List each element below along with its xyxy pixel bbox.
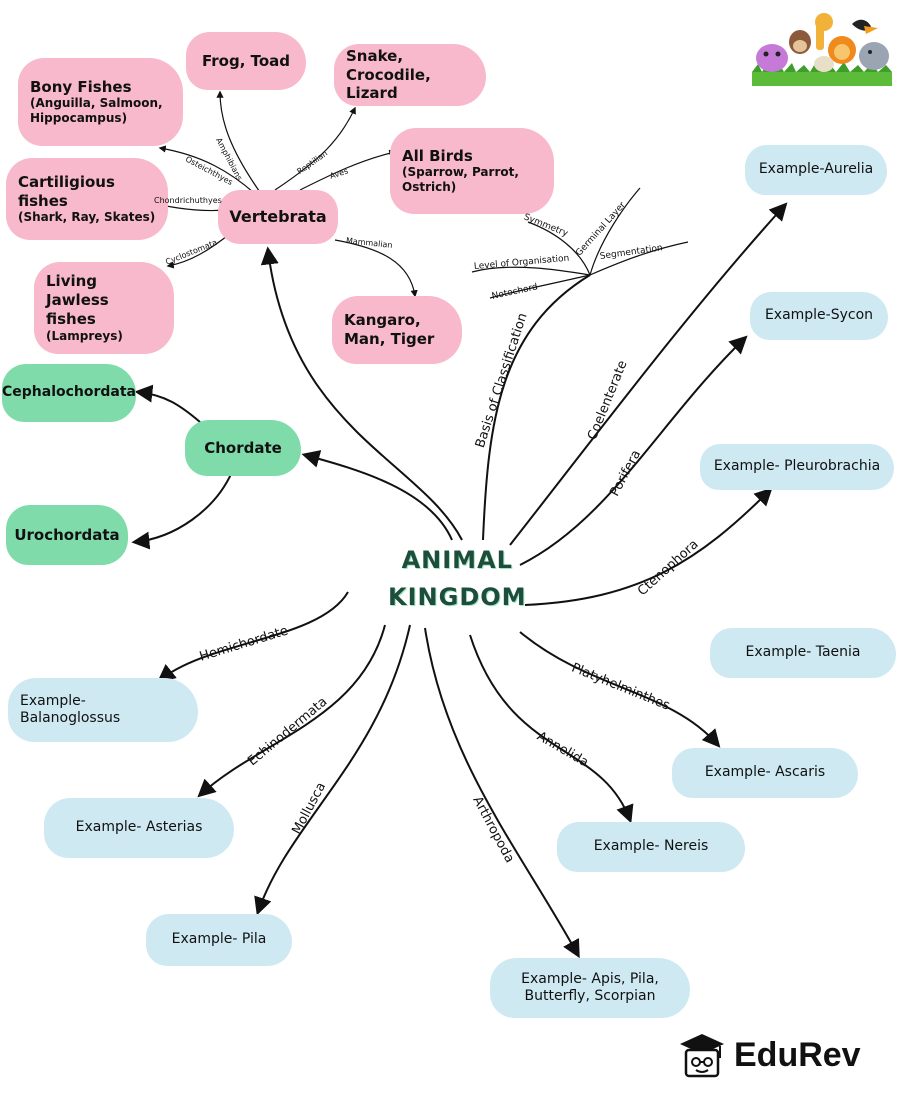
edge-echinodermata xyxy=(197,624,386,798)
example-taenia-label: Example- Taenia xyxy=(745,644,861,661)
edge-vert-snake xyxy=(274,106,356,191)
vertebrata-node: Vertebrata xyxy=(218,190,338,244)
edge-chordate-cephalo xyxy=(134,384,201,423)
example-sycon: Example-Sycon xyxy=(750,292,888,340)
brand-name: EduRev xyxy=(734,1035,861,1074)
jawless-node: Living Jawless fishes (Lampreys) xyxy=(34,262,174,354)
edge-vert-kangaroo xyxy=(334,239,418,298)
edge-chordate-uro xyxy=(131,471,233,550)
example-nereis-label: Example- Nereis xyxy=(593,838,709,855)
graduate-cap-icon xyxy=(680,1034,724,1078)
kangaroo-node: Kangaro, Man, Tiger xyxy=(332,296,462,364)
jawless-detail: (Lampreys) xyxy=(46,328,123,343)
example-balanoglossus-label: Example- Balanoglossus xyxy=(20,692,121,727)
example-pila: Example- Pila xyxy=(146,914,292,966)
snake-node: Snake, Crocodile, Lizard xyxy=(334,44,486,106)
edge-coelenterate xyxy=(509,202,788,546)
example-apis: Example- Apis, Pila, Butterfly, Scorpian xyxy=(490,958,690,1018)
example-pila-label: Example- Pila xyxy=(171,931,267,948)
example-asterias-label: Example- Asterias xyxy=(75,819,203,836)
cartilaginous-name: Cartiligious fishes xyxy=(18,172,115,210)
edge-basis-segmentation xyxy=(589,241,689,276)
example-balanoglossus: Example- Balanoglossus xyxy=(8,678,198,742)
frog-toad-node: Frog, Toad xyxy=(186,32,306,90)
bony-fishes-name: Bony Fishes xyxy=(30,77,132,96)
edge-arthropoda xyxy=(424,627,580,959)
edge-mollusca xyxy=(254,624,411,916)
brand-logo: EduRev xyxy=(676,1030,861,1080)
edge-annelida xyxy=(469,634,634,824)
cartilaginous-node: Cartiligious fishes (Shark, Ray, Skates) xyxy=(6,158,168,240)
example-aurelia-label: Example-Aurelia xyxy=(758,161,874,178)
example-apis-label: Example- Apis, Pila, Butterfly, Scorpian xyxy=(521,970,659,1005)
bony-fishes-node: Bony Fishes (Anguilla, Salmoon, Hippocam… xyxy=(18,58,183,146)
example-pleurobrachia-label: Example- Pleurobrachia xyxy=(713,458,881,475)
cephalochordata-label: Cephalochordata xyxy=(1,384,137,401)
example-pleurobrachia: Example- Pleurobrachia xyxy=(700,444,894,490)
all-birds-detail: (Sparrow, Parrot, Ostrich) xyxy=(402,165,519,195)
frog-toad-label: Frog, Toad xyxy=(201,51,291,70)
cephalochordata-node: Cephalochordata xyxy=(2,364,136,422)
edge-porifera xyxy=(519,335,748,566)
bony-fishes-detail: (Anguilla, Salmoon, Hippocampus) xyxy=(30,96,163,126)
example-sycon-label: Example-Sycon xyxy=(764,307,874,324)
vertebrata-label: Vertebrata xyxy=(229,207,327,226)
edge-vert-birds xyxy=(299,149,397,191)
edge-label-chondrichthyes: Chondrichuthyes xyxy=(154,196,222,205)
all-birds-name: All Birds xyxy=(402,146,473,165)
urochordata-label: Urochordata xyxy=(14,525,120,544)
edge-vert-frog xyxy=(216,90,263,196)
title-line-2: KINGDOM xyxy=(388,583,527,612)
example-nereis: Example- Nereis xyxy=(557,822,745,872)
example-ascaris-label: Example- Ascaris xyxy=(704,764,826,781)
edge-center-chordate xyxy=(301,450,453,541)
edge-ctenophora xyxy=(524,487,773,606)
edge-hemichordate xyxy=(157,591,349,683)
urochordata-node: Urochordata xyxy=(6,505,128,565)
chordate-label: Chordate xyxy=(204,438,282,457)
title-line-1: ANIMAL xyxy=(401,546,513,574)
center-title: ANIMAL KINGDOM xyxy=(388,542,527,616)
animals-cartoon-icon xyxy=(752,13,892,86)
edge-center-vertebrata xyxy=(260,246,463,541)
chordate-node: Chordate xyxy=(185,420,301,476)
example-ascaris: Example- Ascaris xyxy=(672,748,858,798)
edge-platyhelminthes xyxy=(519,631,721,748)
cartilaginous-detail: (Shark, Ray, Skates) xyxy=(18,210,156,225)
edge-basis-level xyxy=(471,266,591,276)
example-asterias: Example- Asterias xyxy=(44,798,234,858)
snake-label: Snake, Crocodile, Lizard xyxy=(346,46,431,103)
edge-basis-notochord xyxy=(489,274,591,299)
kangaroo-label: Kangaro, Man, Tiger xyxy=(344,311,435,348)
edge-basis-germinal xyxy=(589,187,641,276)
all-birds-node: All Birds (Sparrow, Parrot, Ostrich) xyxy=(390,128,554,214)
example-aurelia: Example-Aurelia xyxy=(745,145,887,195)
jawless-name: Living Jawless fishes xyxy=(46,272,109,328)
example-taenia: Example- Taenia xyxy=(710,628,896,678)
edge-basis-symmetry xyxy=(527,221,591,276)
edge-basis xyxy=(482,274,591,541)
